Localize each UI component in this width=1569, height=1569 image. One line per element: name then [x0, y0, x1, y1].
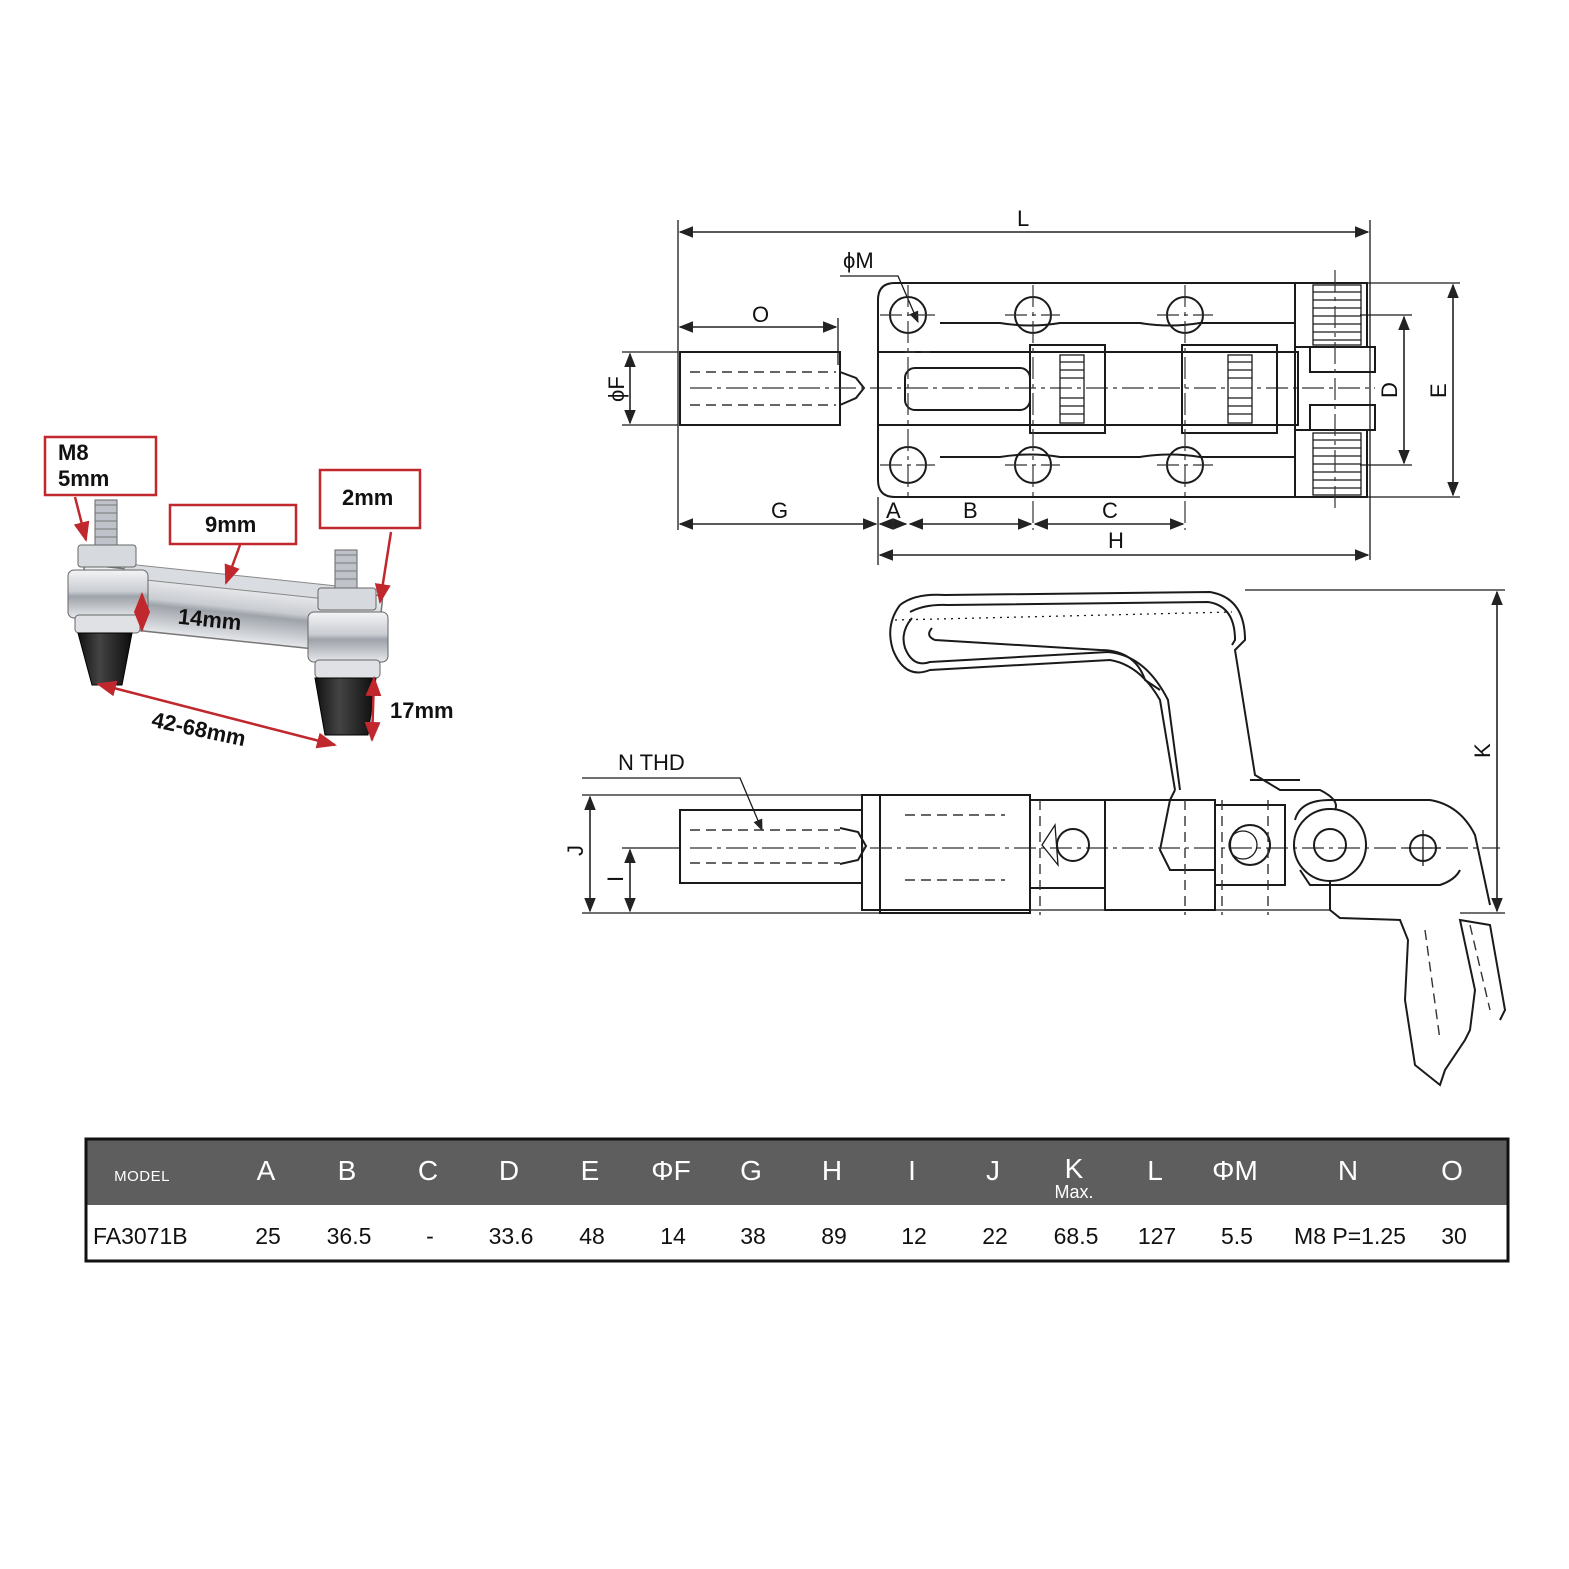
header-cell-n: N: [1338, 1155, 1358, 1186]
mounting-holes: [880, 285, 1213, 530]
dim-H: H: [1108, 528, 1124, 553]
label-span: 42-68mm: [150, 707, 249, 751]
label-slot-width: 9mm: [205, 512, 256, 537]
dim-D: D: [1377, 382, 1402, 398]
label-thread: M8: [58, 440, 89, 465]
table-cell: 30: [1441, 1223, 1467, 1249]
dim-K: K: [1470, 743, 1495, 758]
table-cell: 22: [982, 1223, 1008, 1249]
header-cell-o: O: [1441, 1155, 1463, 1186]
header-cell-i: I: [908, 1155, 916, 1186]
header-cell-sub: Max.: [1054, 1182, 1093, 1202]
header-cell-φf: ΦF: [651, 1155, 690, 1186]
header-cell-d: D: [499, 1155, 519, 1186]
header-cell-j: J: [986, 1155, 1000, 1186]
header-cell-e: E: [581, 1155, 600, 1186]
header-cell-l: L: [1147, 1155, 1163, 1186]
table-cell: 48: [579, 1223, 605, 1249]
left-post: [67, 499, 149, 686]
table-cell: 38: [740, 1223, 766, 1249]
top-view: L ϕM O ϕF: [604, 206, 1460, 565]
table-cell: 14: [660, 1223, 686, 1249]
dim-N: N THD: [618, 750, 685, 775]
table-cell: 36.5: [327, 1223, 372, 1249]
dim-C: C: [1102, 498, 1118, 523]
side-view: N THD J I K: [563, 589, 1507, 1087]
label-thickness: 2mm: [342, 485, 393, 510]
dim-B: B: [963, 498, 978, 523]
table-cell: 68.5: [1054, 1223, 1099, 1249]
table-cell: 33.6: [489, 1223, 534, 1249]
dim-F: ϕF: [604, 376, 629, 402]
label-foot-height: 17mm: [390, 698, 454, 723]
spec-table-border: [84, 1137, 1510, 1263]
spec-table-body: [86, 1205, 1508, 1261]
dim-I: I: [603, 876, 628, 882]
header-cell-k: K: [1065, 1153, 1084, 1184]
header-cell-a: A: [257, 1155, 276, 1186]
table-cell: 12: [901, 1223, 927, 1249]
header-cell-model: MODEL: [114, 1168, 170, 1185]
right-post: [307, 549, 389, 736]
table-cell: 25: [255, 1223, 281, 1249]
table-cell: 127: [1138, 1223, 1176, 1249]
table-cell: 5.5: [1221, 1223, 1253, 1249]
header-cell-g: G: [740, 1155, 762, 1186]
clamp-photo: M8 5mm 9mm 2mm 14mm 17mm 42-68mm: [43, 435, 454, 751]
header-cell-h: H: [822, 1155, 842, 1186]
dim-E: E: [1426, 383, 1451, 398]
dim-A: A: [886, 498, 901, 523]
dim-O: O: [752, 302, 769, 327]
table-cell: M8 P=1.25: [1294, 1223, 1406, 1249]
table-cell: 89: [821, 1223, 847, 1249]
header-cell-φm: ΦM: [1212, 1155, 1258, 1186]
dim-J: J: [563, 845, 588, 856]
table-cell: -: [426, 1223, 434, 1249]
label-thread-length: 5mm: [58, 466, 109, 491]
dim-M: ϕM: [843, 248, 874, 273]
table-cell: FA3071B: [93, 1223, 188, 1249]
header-cell-c: C: [418, 1155, 438, 1186]
dim-G: G: [771, 498, 788, 523]
spec-table-header: [86, 1139, 1508, 1205]
header-cell-b: B: [338, 1155, 357, 1186]
dim-L: L: [1017, 206, 1029, 231]
